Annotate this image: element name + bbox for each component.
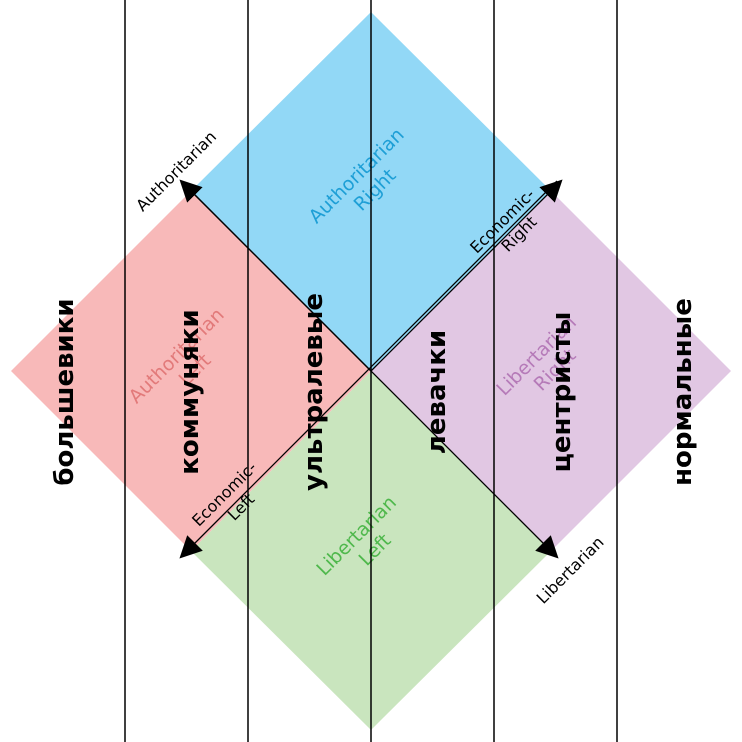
column-label-tsentristy: центристы — [547, 312, 577, 473]
authoritarian-arrow — [179, 179, 372, 372]
column-label-levachki: левачки — [422, 330, 452, 454]
column-label-bolsheviki: большевики — [50, 298, 80, 485]
economic-right-arrow — [370, 179, 563, 372]
column-label-kommunyaki: коммуняки — [175, 309, 205, 474]
column-label-normalnye: нормальные — [668, 298, 698, 486]
column-label-ultralevye: ультралевые — [299, 293, 329, 491]
